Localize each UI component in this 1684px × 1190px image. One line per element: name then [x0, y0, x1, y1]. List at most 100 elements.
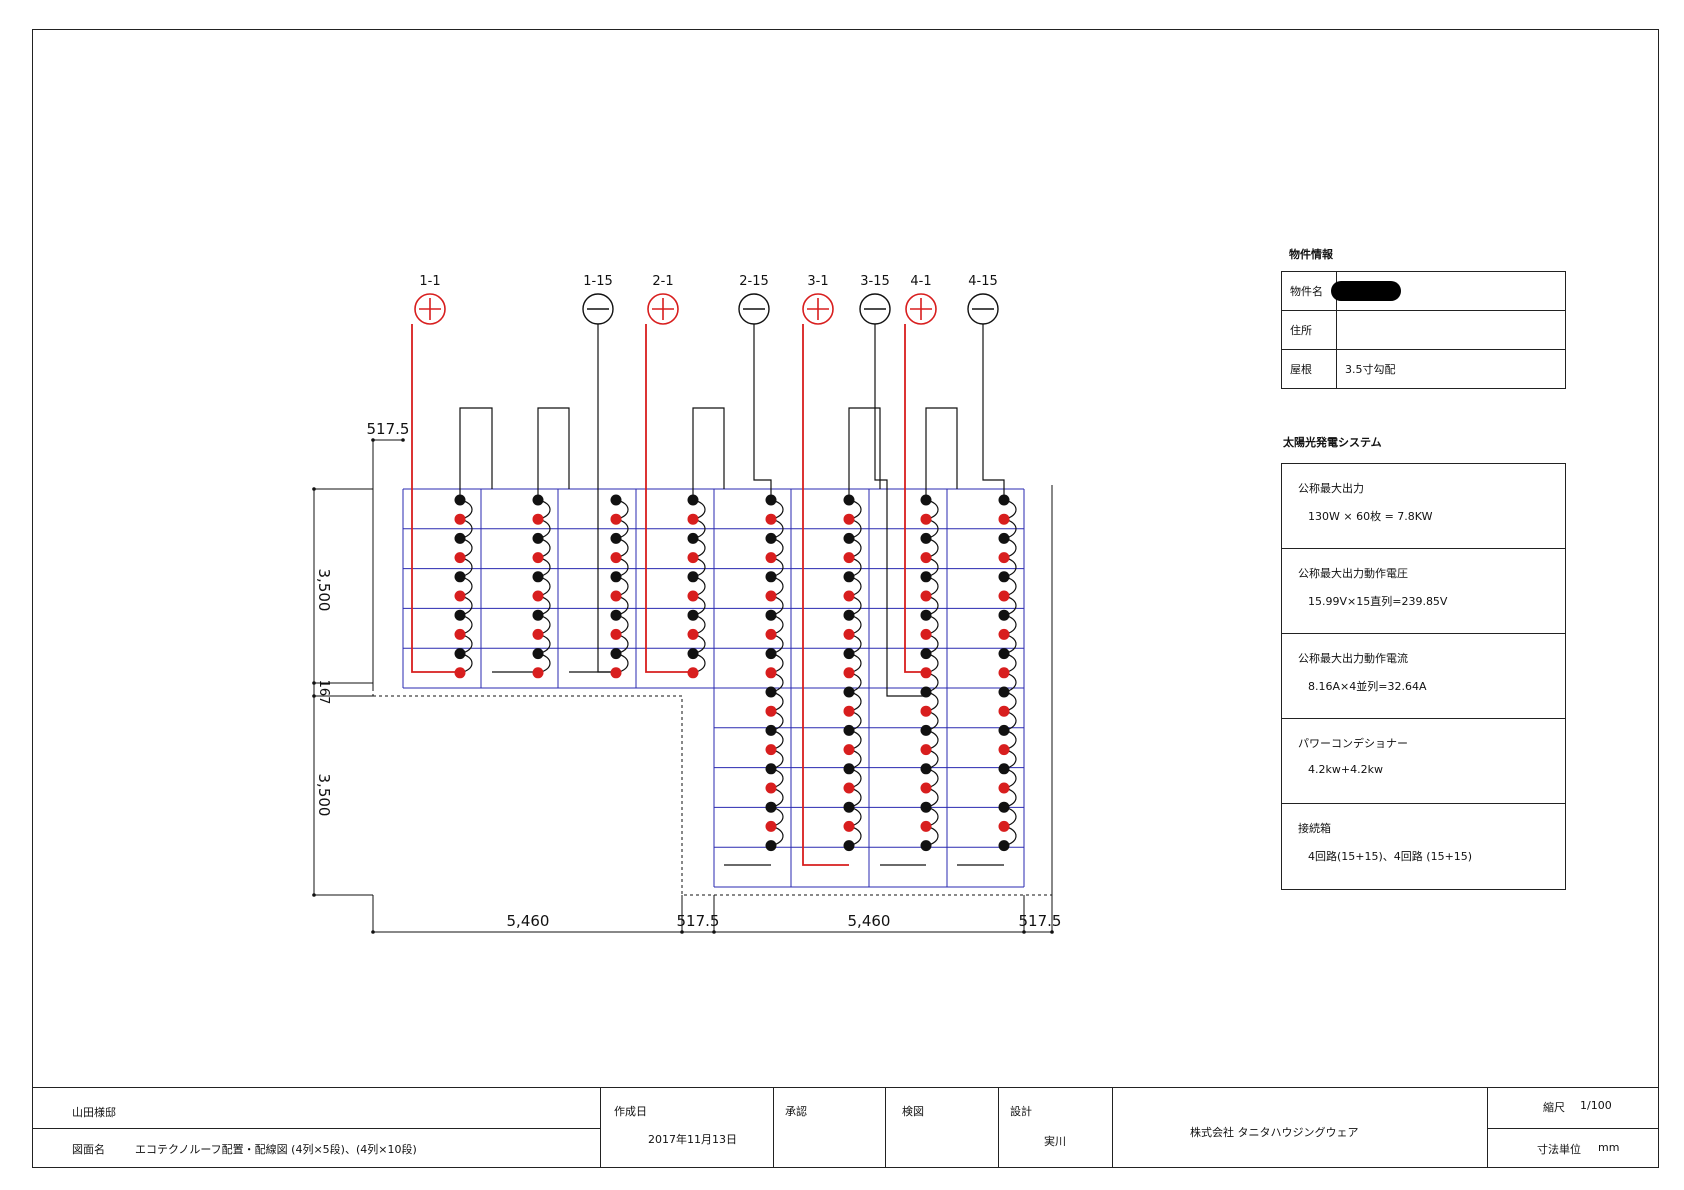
panel-terminal	[843, 609, 855, 621]
panel-terminal	[687, 513, 699, 525]
panel-grid	[402, 488, 1025, 888]
panel-terminal	[765, 571, 777, 583]
panel-terminal	[920, 820, 932, 832]
created-date: 2017年11月13日	[648, 1133, 737, 1146]
panel-terminal	[843, 801, 855, 813]
string-plus-label: 1-1	[419, 274, 440, 289]
panel-terminal	[843, 628, 855, 640]
string-minus-label: 3-15	[860, 274, 890, 289]
dim-tick	[1050, 930, 1054, 934]
panel-terminal	[687, 590, 699, 602]
drawing-name: エコテクノルーフ配置・配線図 (4列×5段)、(4列×10段)	[135, 1143, 417, 1156]
return-loop	[848, 407, 881, 495]
panel-terminal	[454, 552, 466, 564]
panel-terminal	[610, 590, 622, 602]
property-row: 物件名	[1281, 271, 1566, 311]
panel-terminal	[610, 532, 622, 544]
panel-terminal	[765, 494, 777, 506]
dim-top-offset: 517.5	[367, 420, 410, 438]
panel-terminal	[532, 513, 544, 525]
dimension-lines	[312, 438, 1054, 934]
panel-terminal	[843, 705, 855, 717]
spec-value: 4回路(15+15)、4回路 (15+15)	[1308, 850, 1473, 863]
panel-terminal	[998, 782, 1010, 794]
dim-tick	[680, 930, 684, 934]
dim-offset-right: 517.5	[1019, 912, 1062, 930]
panel-terminal	[765, 686, 777, 698]
panel-terminal	[610, 552, 622, 564]
panel-terminal	[843, 782, 855, 794]
panel-terminal	[765, 744, 777, 756]
panel-terminal	[920, 744, 932, 756]
panel-terminal	[920, 840, 932, 852]
panel-terminal	[765, 648, 777, 660]
spec-value: 130W × 60枚 = 7.8KW	[1308, 510, 1433, 523]
panel-terminal	[610, 609, 622, 621]
property-row: 住所	[1281, 310, 1566, 350]
title-block-divider	[773, 1088, 774, 1168]
panel-terminal	[998, 609, 1010, 621]
panel-terminal	[998, 571, 1010, 583]
property-value	[1331, 271, 1566, 311]
title-block-rule	[32, 1128, 600, 1129]
dim-tick	[371, 930, 375, 934]
panel-terminal	[920, 705, 932, 717]
panel-terminal	[687, 648, 699, 660]
panel-terminal	[532, 609, 544, 621]
spec-label: パワーコンデショナー	[1298, 737, 1408, 750]
panel-terminal	[532, 532, 544, 544]
panel-terminal	[610, 648, 622, 660]
panel-terminal	[920, 532, 932, 544]
plus-home-run	[802, 324, 849, 866]
plus-home-run	[904, 324, 926, 673]
panel-terminal	[843, 686, 855, 698]
panel-terminal	[998, 724, 1010, 736]
title-block-divider	[885, 1088, 886, 1168]
dim-tick	[312, 681, 316, 685]
panel-terminal	[610, 494, 622, 506]
panel-terminal	[765, 782, 777, 794]
panel-terminal	[998, 628, 1010, 640]
panel-terminal	[998, 705, 1010, 717]
unit-value: mm	[1598, 1141, 1620, 1154]
panel-terminal	[532, 667, 544, 679]
panel-terminal	[454, 494, 466, 506]
panel-terminal	[765, 801, 777, 813]
panel-terminal	[765, 532, 777, 544]
drawing-name-label: 図面名	[72, 1143, 105, 1156]
panel-terminal	[998, 552, 1010, 564]
dim-tick	[312, 893, 316, 897]
panel-terminal	[765, 609, 777, 621]
panel-terminal	[920, 724, 932, 736]
plus-home-run	[411, 324, 460, 673]
panel-terminal	[998, 513, 1010, 525]
property-key: 住所	[1281, 310, 1337, 350]
solar-system-heading: 太陽光発電システム	[1283, 436, 1382, 449]
spec-value: 8.16A×4並列=32.64A	[1308, 680, 1427, 693]
string-minus-label: 1-15	[583, 274, 613, 289]
return-loop	[692, 407, 725, 495]
panel-terminal	[998, 744, 1010, 756]
panel-terminal	[998, 494, 1010, 506]
panel-terminal	[687, 494, 699, 506]
panel-terminal	[920, 571, 932, 583]
check-label: 検図	[902, 1105, 924, 1118]
panel-terminal	[765, 667, 777, 679]
roof-outline	[372, 485, 1053, 896]
created-label: 作成日	[614, 1105, 647, 1118]
panel-terminal	[532, 648, 544, 660]
panel-terminal	[687, 532, 699, 544]
panel-terminal	[532, 571, 544, 583]
panel-terminal	[920, 763, 932, 775]
property-value	[1336, 310, 1566, 350]
company-name: 株式会社 タニタハウジングウェア	[1190, 1126, 1359, 1139]
panel-terminal	[765, 590, 777, 602]
panel-terminal	[920, 552, 932, 564]
dim-lower-height: 3,500	[315, 774, 333, 817]
dim-gap: 167	[316, 680, 331, 705]
panel-terminal	[920, 782, 932, 794]
